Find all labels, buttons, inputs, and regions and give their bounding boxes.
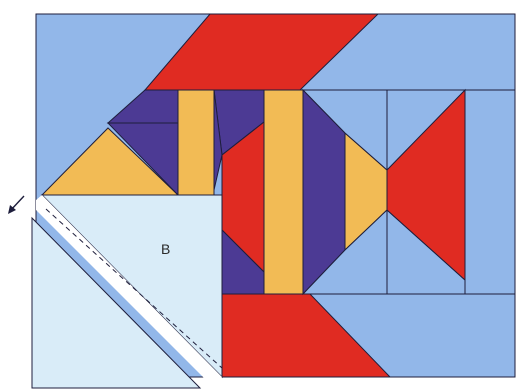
body-gold-stripe-1: [178, 90, 214, 195]
body-gold-stripe-2: [264, 90, 303, 294]
section-b-label: B: [161, 242, 170, 256]
arrow-down-left-icon: [8, 196, 24, 214]
